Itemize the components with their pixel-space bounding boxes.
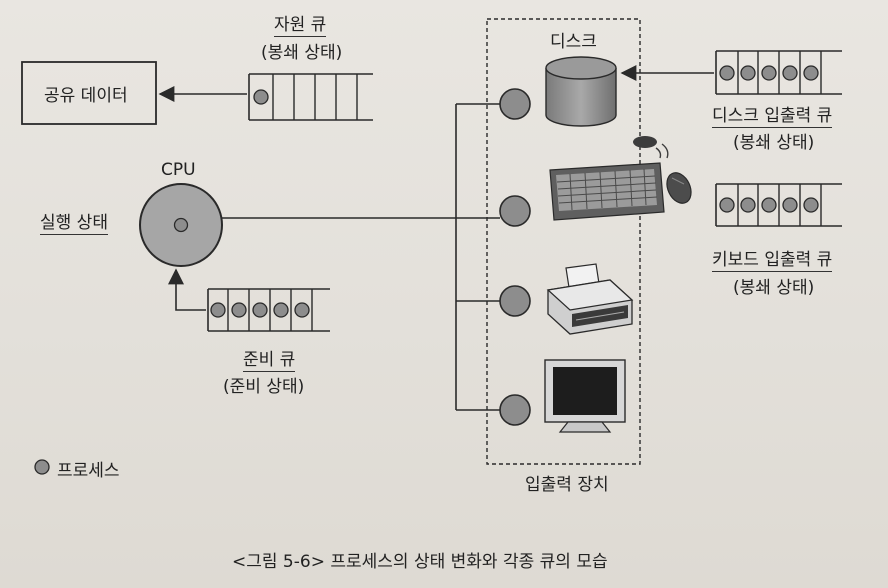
process-dot <box>273 302 289 318</box>
process-dot <box>210 302 226 318</box>
legend-process-label: 프로세스 <box>57 461 120 481</box>
shared-data-label: 공유 데이터 <box>44 86 128 106</box>
process-dot <box>173 217 189 233</box>
disk-io-queue-state-label: (봉쇄 상태) <box>733 133 815 153</box>
disk-icon <box>545 56 617 127</box>
process-dot <box>294 302 310 318</box>
disk-io-queue <box>715 50 842 95</box>
ready-queue <box>207 288 330 332</box>
process-dot <box>252 302 268 318</box>
shared-data-box <box>21 61 157 125</box>
printer-icon <box>546 263 634 335</box>
cpu-label: CPU <box>161 160 196 180</box>
resource-queue-label: 자원 큐 <box>274 10 327 37</box>
process-dot <box>719 197 735 213</box>
mouse-icon <box>666 172 692 204</box>
disk-io-queue-label: 디스크 입출력 큐 <box>712 101 833 128</box>
process-dot <box>782 197 798 213</box>
process-dot <box>782 65 798 81</box>
process-dot <box>740 197 756 213</box>
keyboard-io-queue-label: 키보드 입출력 큐 <box>712 245 833 272</box>
ready-queue-label: 준비 큐 <box>243 345 296 372</box>
running-state-label: 실행 상태 <box>40 208 108 235</box>
figure-caption: <그림 5-6> 프로세스의 상태 변화와 각종 큐의 모습 <box>232 552 608 572</box>
legend-process-dot <box>34 459 50 475</box>
keyboard-icon <box>549 136 669 221</box>
ready-queue-state-label: (준비 상태) <box>223 377 305 397</box>
process-dot <box>803 65 819 81</box>
process-dot <box>499 394 531 426</box>
disk-label: 디스크 <box>550 32 597 52</box>
process-dot <box>253 89 269 105</box>
process-dot <box>231 302 247 318</box>
process-dot <box>803 197 819 213</box>
process-dot <box>499 285 531 317</box>
arrow-to-cpu <box>168 268 206 311</box>
process-dot <box>740 65 756 81</box>
resource-queue-state-label: (봉쇄 상태) <box>261 43 343 63</box>
process-dot <box>761 197 777 213</box>
monitor-icon <box>544 359 626 433</box>
resource-queue <box>248 73 373 121</box>
keyboard-io-queue <box>715 183 842 227</box>
io-devices-label: 입출력 장치 <box>525 475 609 495</box>
io-devices-box <box>486 18 641 465</box>
process-dot <box>499 195 531 227</box>
process-dot <box>761 65 777 81</box>
process-dot <box>719 65 735 81</box>
process-dot <box>499 88 531 120</box>
keyboard-io-queue-state-label: (봉쇄 상태) <box>733 278 815 298</box>
